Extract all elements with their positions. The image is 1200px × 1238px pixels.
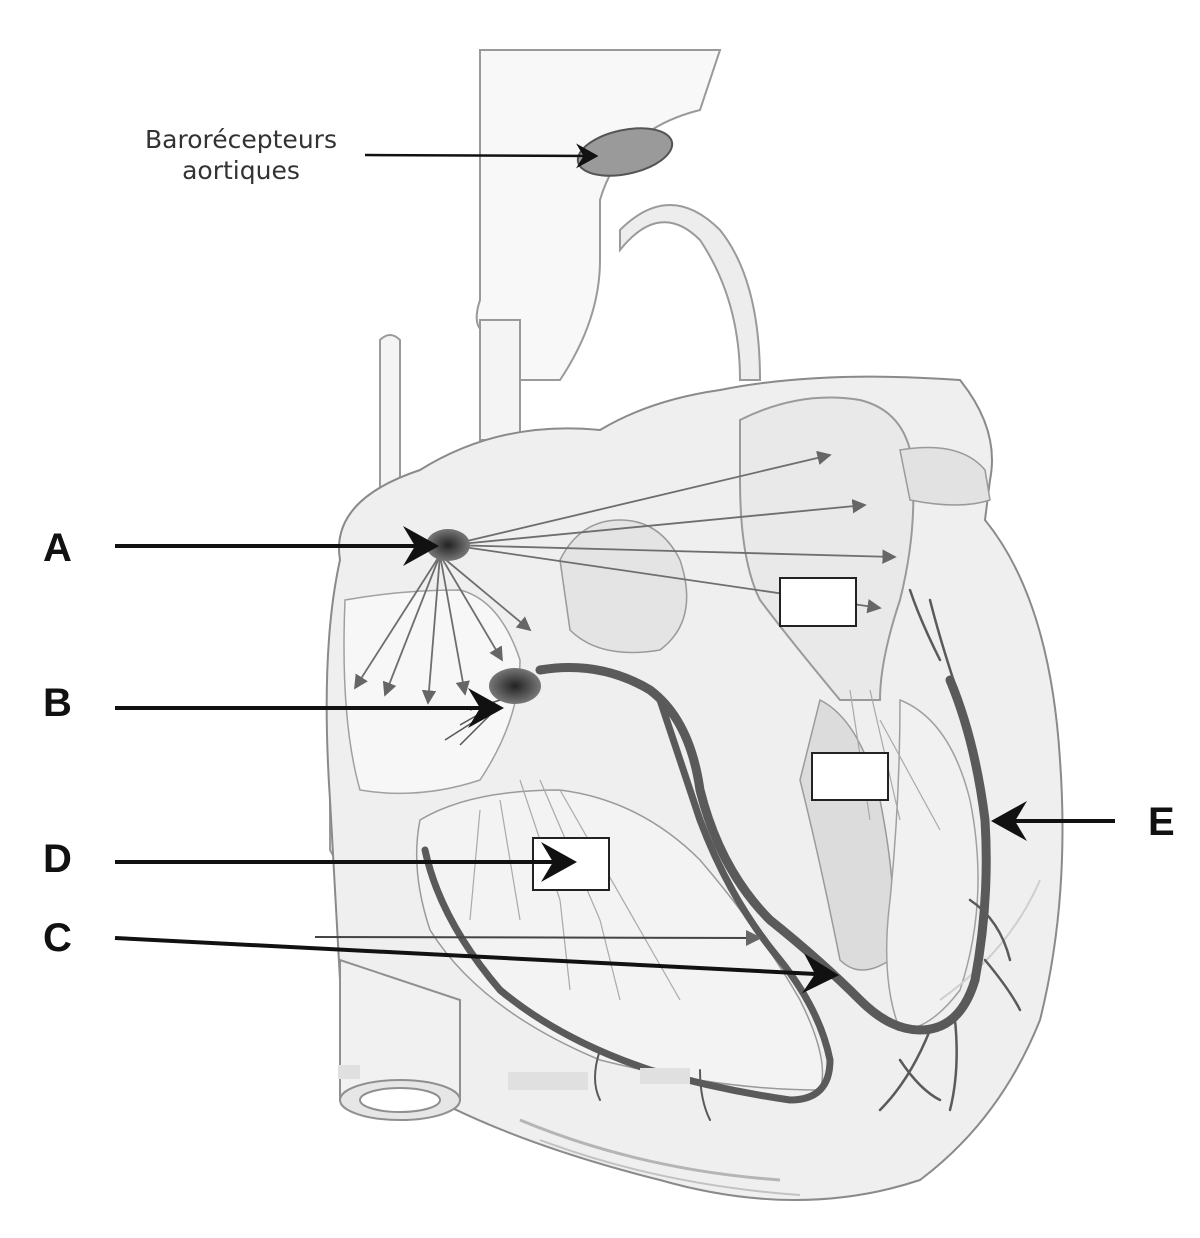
inferior-vena-cava bbox=[339, 958, 461, 1121]
pointer-arrows bbox=[114, 143, 1115, 994]
atrioventricular-node bbox=[489, 668, 541, 704]
baroreceptor-label-line1: Barorécepteurs bbox=[145, 125, 337, 154]
baroreceptor-label: Barorécepteurs aortiques bbox=[118, 124, 364, 187]
conduction-pathway bbox=[421, 588, 1022, 1121]
erased-label-area bbox=[338, 1065, 690, 1090]
arrow-c bbox=[114, 936, 839, 994]
blank-box-upper bbox=[779, 577, 857, 627]
arrow-baroreceptor bbox=[364, 143, 599, 169]
label-e: E bbox=[1148, 800, 1175, 844]
baroreceptor-label-line2: aortiques bbox=[182, 156, 300, 186]
label-b: B bbox=[43, 681, 72, 725]
label-a: A bbox=[43, 526, 72, 570]
blank-box-middle bbox=[811, 752, 889, 801]
arrow-c-thin bbox=[314, 929, 762, 946]
label-c: C bbox=[43, 916, 72, 960]
nerve-fibers bbox=[354, 450, 897, 705]
label-d: D bbox=[43, 837, 72, 881]
